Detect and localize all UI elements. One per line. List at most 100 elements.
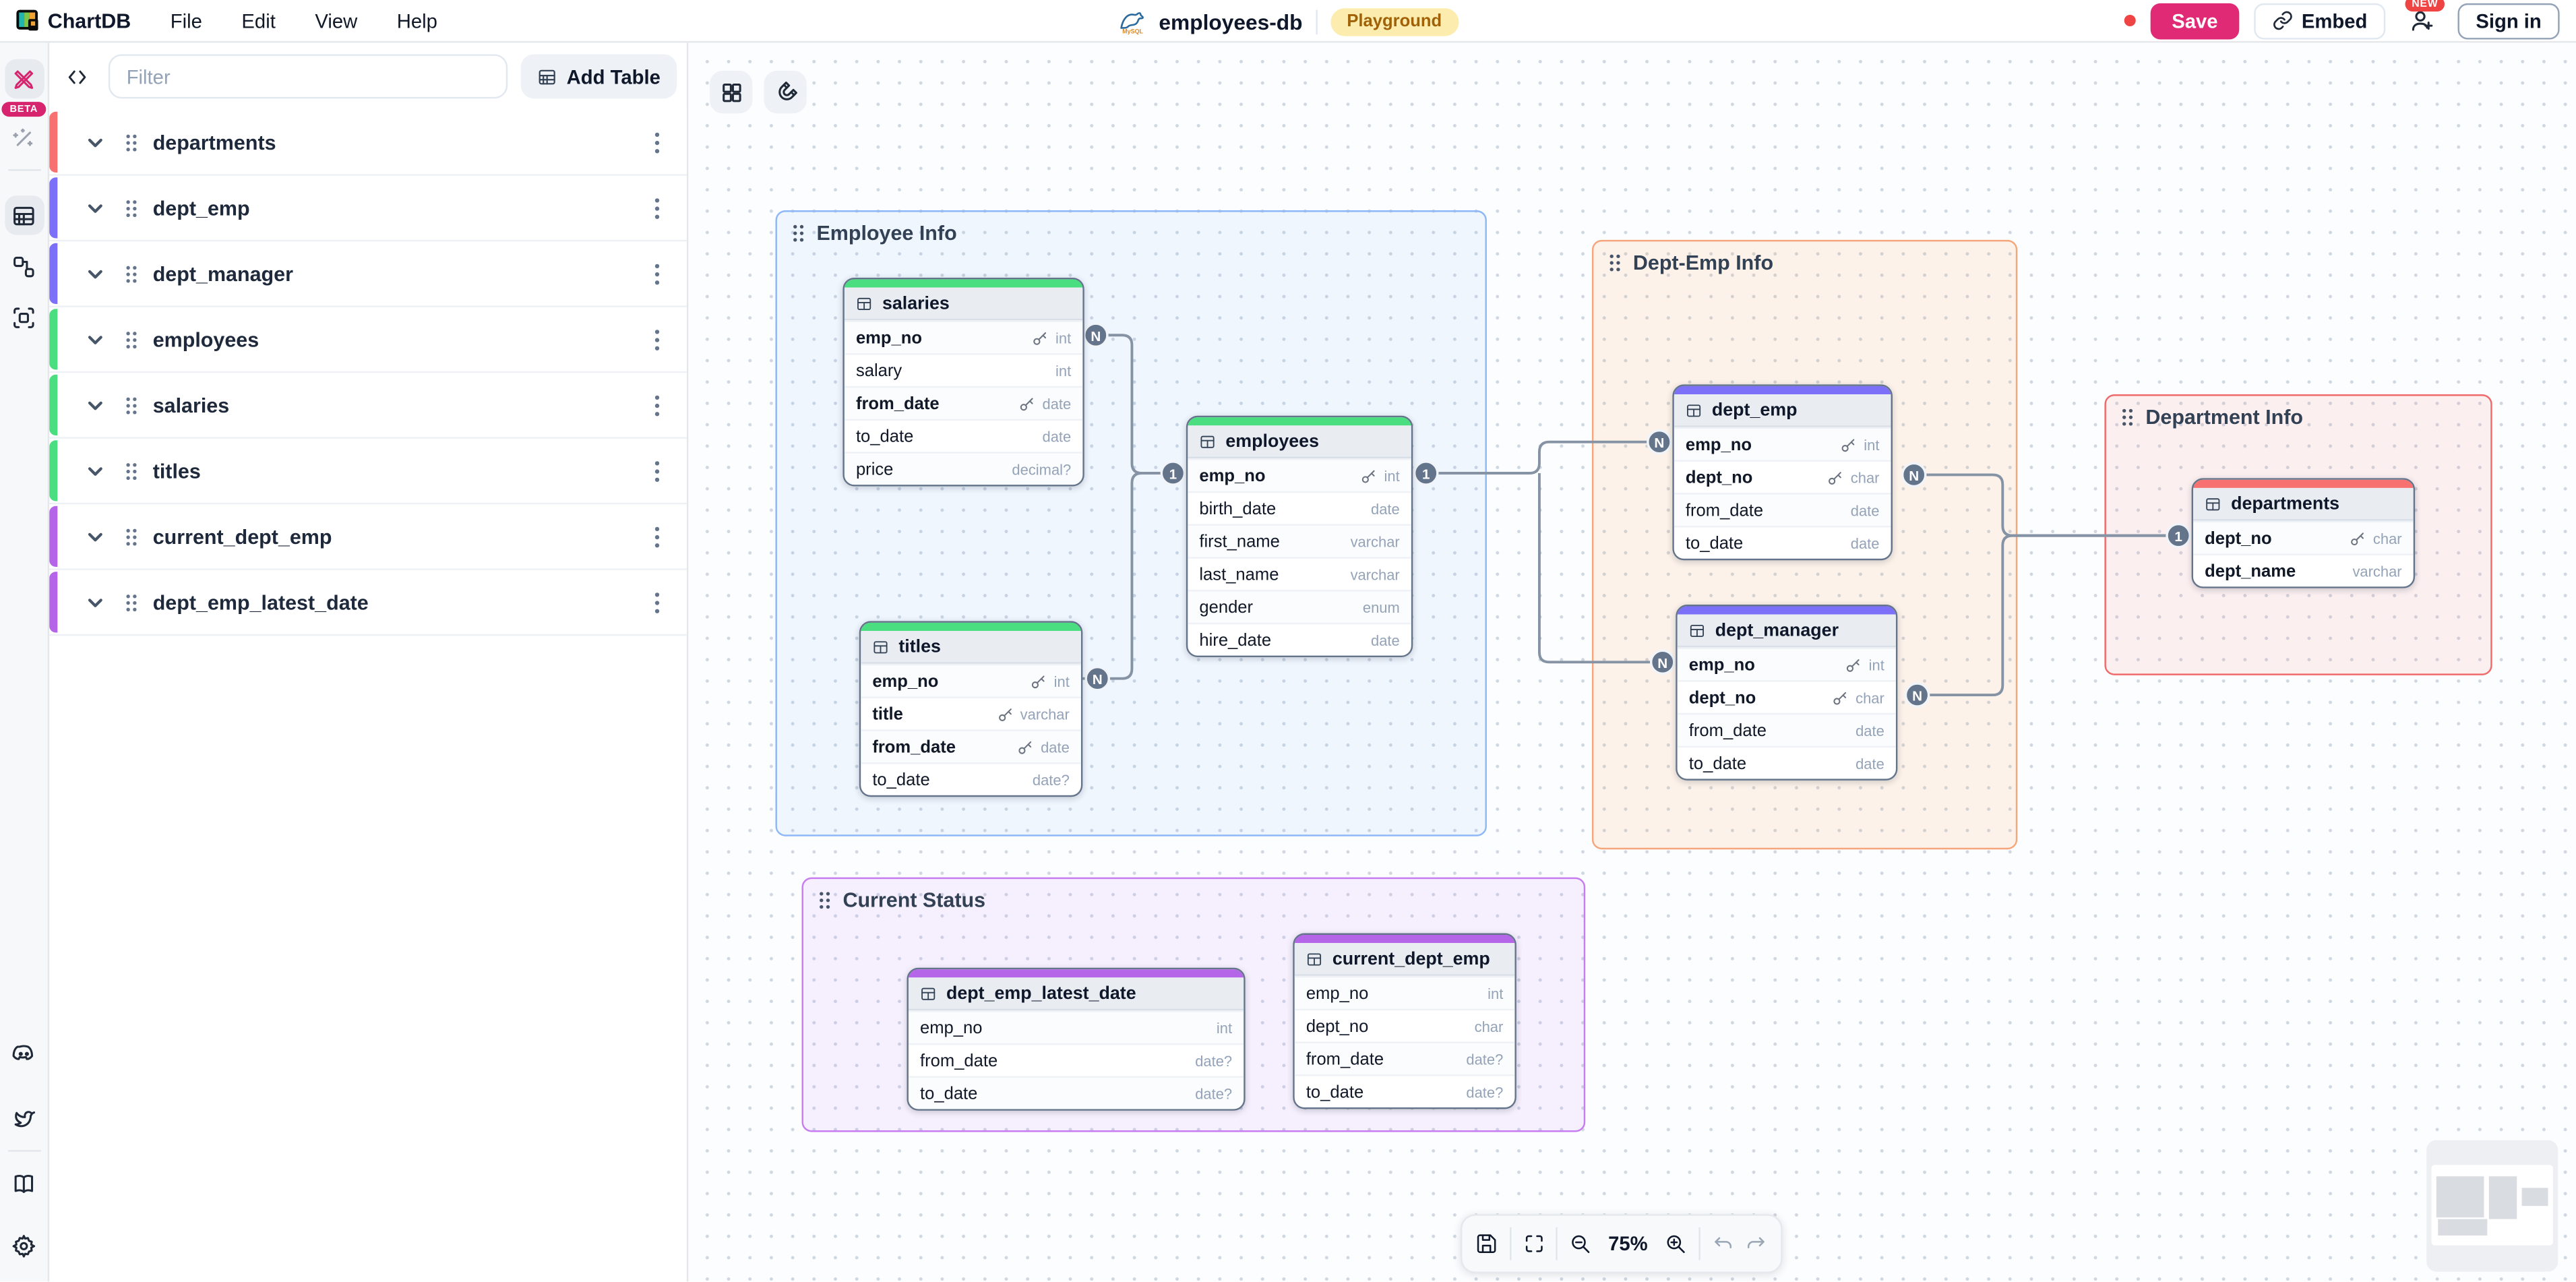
redo-icon[interactable] (1745, 1231, 1767, 1257)
drag-handle-icon[interactable] (125, 198, 138, 218)
table-row-current-dept-emp[interactable]: current_dept_emp (49, 504, 687, 570)
docs-button[interactable] (4, 1163, 44, 1203)
drag-handle-icon[interactable] (818, 890, 832, 910)
relationships-panel-button[interactable] (4, 247, 44, 286)
edge-dept-manager-departments[interactable] (1917, 534, 2179, 697)
drag-handle-icon[interactable] (125, 592, 138, 612)
edge-salaries-employees[interactable] (1084, 334, 1173, 475)
embed-button[interactable]: Embed (2254, 2, 2386, 39)
zoom-out-icon[interactable] (1569, 1231, 1591, 1257)
playground-badge[interactable]: Playground (1330, 7, 1459, 36)
row-menu-icon[interactable] (654, 525, 661, 548)
areas-panel-button[interactable] (4, 297, 44, 337)
row-menu-icon[interactable] (654, 459, 661, 482)
edge-employees-dept-manager[interactable] (1537, 473, 1663, 664)
settings-button[interactable] (4, 1225, 44, 1265)
drag-handle-icon[interactable] (125, 132, 138, 152)
row-menu-icon[interactable] (654, 590, 661, 613)
table-header[interactable]: employees (1188, 425, 1411, 459)
filter-input[interactable] (108, 54, 508, 99)
add-table-button[interactable]: Add Table (520, 54, 677, 99)
edge-employees-dept-emp[interactable] (1425, 440, 1659, 475)
chevron-down-icon[interactable] (86, 264, 105, 283)
table-header[interactable]: titles (861, 631, 1081, 664)
table-header[interactable]: salaries (844, 287, 1083, 321)
drag-handle-icon[interactable] (125, 264, 138, 283)
chevron-down-icon[interactable] (86, 592, 105, 612)
table-row-salaries[interactable]: salaries (49, 373, 687, 439)
discord-link-button[interactable] (4, 1033, 44, 1073)
drag-handle-icon[interactable] (1608, 253, 1622, 272)
row-menu-icon[interactable] (654, 394, 661, 417)
chevron-down-icon[interactable] (86, 330, 105, 349)
table-header[interactable]: current_dept_emp (1294, 943, 1515, 976)
edge-dept-emp-departments[interactable] (1913, 473, 2179, 537)
menu-edit[interactable]: Edit (241, 9, 276, 32)
drag-handle-icon[interactable] (125, 330, 138, 349)
table-row-titles[interactable]: titles (49, 438, 687, 505)
diagram-name[interactable]: employees-db (1159, 9, 1303, 34)
chevron-down-icon[interactable] (86, 395, 105, 415)
minimap[interactable] (2426, 1140, 2558, 1272)
table-row-dept-manager[interactable]: dept_manager (49, 241, 687, 307)
save-button[interactable]: Save (2150, 2, 2240, 39)
invite-user-button[interactable]: NEW (2400, 0, 2445, 40)
table-row-employees[interactable]: employees (49, 307, 687, 373)
save-diagram-icon[interactable] (1475, 1231, 1498, 1257)
menu-file[interactable]: File (170, 9, 202, 32)
view-code-button[interactable] (59, 59, 96, 95)
drag-handle-icon[interactable] (125, 526, 138, 546)
drag-handle-icon[interactable] (792, 224, 805, 243)
snap-magnet-button[interactable] (764, 70, 807, 114)
edge-titles-employees[interactable] (1082, 472, 1173, 680)
chevron-down-icon[interactable] (86, 132, 105, 152)
table-row-dept-emp[interactable]: dept_emp (49, 175, 687, 242)
diagram-tools-button[interactable] (4, 59, 44, 99)
row-menu-icon[interactable] (654, 196, 661, 219)
sign-in-button[interactable]: Sign in (2457, 2, 2560, 39)
table-row-departments[interactable]: departments (49, 110, 687, 176)
table-header[interactable]: dept_emp (1674, 394, 1891, 427)
drag-handle-icon[interactable] (125, 395, 138, 415)
table-header[interactable]: dept_emp_latest_date (908, 977, 1244, 1011)
table-header[interactable]: departments (2193, 487, 2414, 521)
zoom-level[interactable]: 75% (1608, 1232, 1648, 1256)
auto-layout-button[interactable] (710, 70, 753, 114)
table-header[interactable]: dept_manager (1677, 614, 1896, 648)
chevron-down-icon[interactable] (86, 198, 105, 218)
